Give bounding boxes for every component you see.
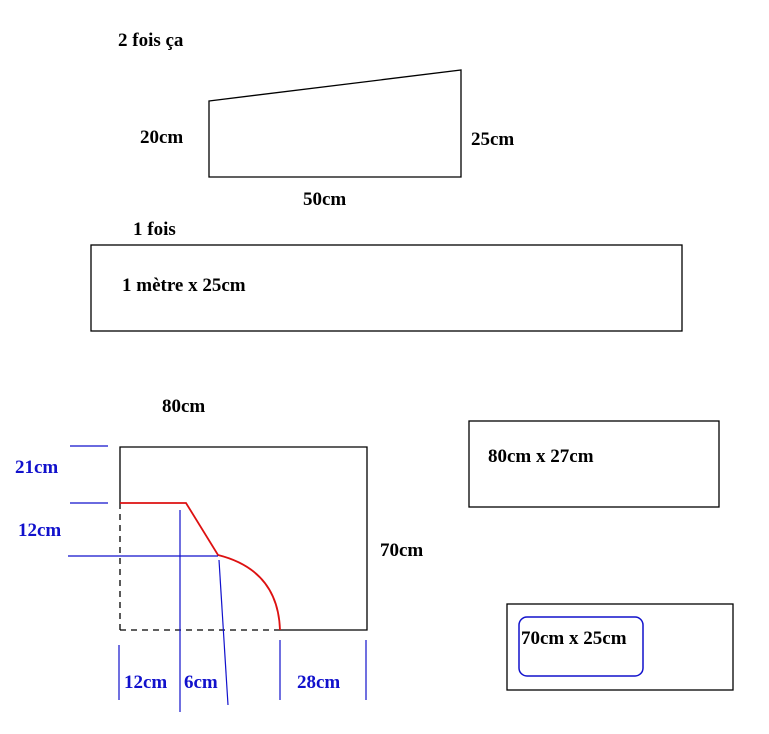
label-dim-12-left: 12cm [18,520,61,541]
label-once: 1 fois [133,219,176,240]
label-twice: 2 fois ça [118,30,184,51]
label-rect-80x27: 80cm x 27cm [488,446,594,467]
label-big-right: 70cm [380,540,423,561]
long-rectangle-piece [90,244,683,332]
label-big-top: 80cm [162,396,205,417]
label-trap-right: 25cm [471,129,514,150]
rectangle-70x25-piece [506,603,734,691]
label-rect-70x25: 70cm x 25cm [521,628,627,649]
label-dim-21: 21cm [15,457,58,478]
blue-highlight-box [518,616,644,677]
label-long-rect: 1 mètre x 25cm [122,275,246,296]
trapezoid-piece [208,69,462,178]
label-dim-28: 28cm [297,672,340,693]
rectangle-80x27-piece [468,420,720,508]
red-cut-line [120,502,281,631]
guide-diagonal-6 [218,559,229,706]
label-trap-left: 20cm [140,127,183,148]
label-dim-12-bottom: 12cm [124,672,167,693]
label-dim-6: 6cm [184,672,218,693]
label-trap-bottom: 50cm [303,189,346,210]
big-piece-outline [119,446,368,631]
